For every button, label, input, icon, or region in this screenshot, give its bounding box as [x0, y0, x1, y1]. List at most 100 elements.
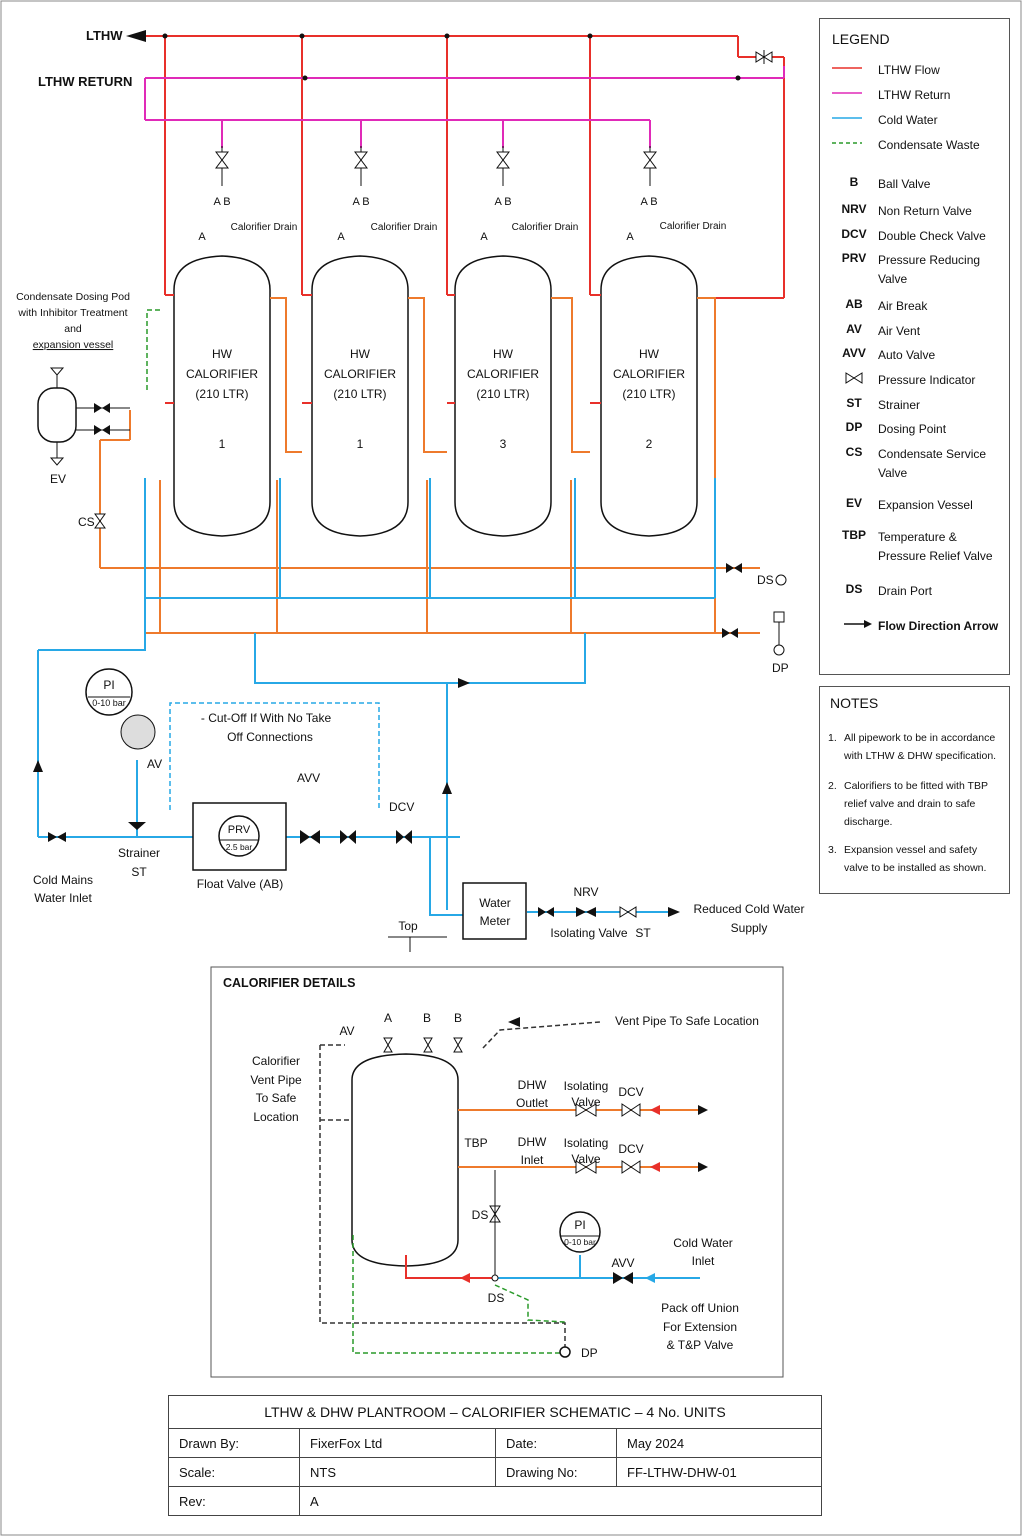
ds-label: DS	[757, 573, 774, 587]
st2-label: ST	[635, 926, 651, 940]
legend-panel: LEGEND LTHW Flow LTHW Return Cold Water …	[819, 18, 1010, 675]
calorifier-vessels	[173, 255, 698, 537]
cut-off-line-2: Off Connections	[227, 730, 313, 744]
calorifier-name-line-3: (210 LTR)	[195, 387, 248, 401]
drawn-by-value: FixerFox Ltd	[299, 1428, 496, 1458]
legend-desc: Drain Port	[878, 584, 933, 598]
drawing-no-label: Drawing No:	[495, 1457, 617, 1487]
legend-line-return: LTHW Return	[830, 86, 1008, 105]
detail-vessel	[351, 1053, 459, 1267]
line-swatch	[830, 61, 878, 75]
legend-title: LEGEND	[832, 31, 890, 47]
valve-a-label: A	[337, 231, 345, 243]
legend-desc: Air Break	[878, 299, 928, 313]
prv-setting-label: 2.5 bar	[226, 842, 253, 852]
main-labels: LTHW LTHW RETURN Condensate Dosing Pod w…	[16, 28, 804, 940]
drawn-by-label: Drawn By:	[168, 1428, 300, 1458]
lthw-bypass-valve	[755, 50, 773, 64]
cold-mains-line-1: Cold Mains	[33, 873, 93, 887]
detail-a-label: A	[384, 1011, 392, 1025]
legend-desc: Flow Direction Arrow	[878, 619, 999, 633]
calorifier-vent-line-3: To Safe	[256, 1091, 297, 1105]
water-meter-line-2: Meter	[480, 914, 511, 928]
detail-labels: CALORIFIER DETAILS AV A B B Vent Pipe To…	[223, 976, 759, 1360]
calorifier-drain-label: Calorifier Drain	[512, 222, 579, 233]
isolating-valve-1-line-2: Valve	[571, 1095, 600, 1109]
lthw-return-header	[144, 66, 785, 148]
expansion-vessel	[37, 367, 130, 466]
calorifier-name-line-1: HW	[212, 347, 233, 361]
note-item: 1.All pipework to be in accordance with …	[828, 729, 1004, 765]
calorifier-name-line-2: CALORIFIER	[324, 367, 396, 381]
calorifier-labels: HW CALORIFIER (210 LTR) 1 Calorifier Dra…	[186, 196, 726, 451]
note-item: 2.Calorifiers to be fitted with TBP reli…	[828, 777, 1004, 831]
detail-valves	[383, 1037, 641, 1358]
legend-item: EV Expansion Vessel	[830, 496, 1008, 515]
legend-abbr: AV	[846, 322, 862, 336]
legend-desc: Double Check Valve	[878, 229, 986, 243]
dcv-2-label: DCV	[618, 1142, 643, 1156]
nrv-label: NRV	[573, 885, 598, 899]
detail-av-label: AV	[339, 1024, 354, 1038]
detail-avv-label: AVV	[611, 1256, 634, 1270]
calorifier-name-line-2: CALORIFIER	[186, 367, 258, 381]
drawing-title: LTHW & DHW PLANTROOM – CALORIFIER SCHEMA…	[168, 1395, 822, 1429]
lthw-return-label: LTHW RETURN	[38, 74, 132, 89]
legend-desc: Dosing Point	[878, 422, 947, 436]
ds-port	[726, 563, 787, 586]
pack-off-line-2: For Extension	[663, 1320, 737, 1334]
scale-value: NTS	[299, 1457, 496, 1487]
detail-ds-label-1: DS	[472, 1208, 489, 1222]
legend-abbr: B	[849, 175, 859, 189]
valve-a-label: A	[480, 231, 488, 243]
scale-label: Scale:	[168, 1457, 300, 1487]
legend-line-label: LTHW Return	[878, 88, 951, 102]
calorifier-number: 1	[357, 437, 364, 451]
legend-desc: Pressure Indicator	[878, 373, 976, 387]
isolating-valve-1-line-1: Isolating	[564, 1079, 609, 1093]
calorifier-name-line-2: CALORIFIER	[613, 367, 685, 381]
tbp-label: TBP	[464, 1136, 487, 1150]
note-number: 1.	[828, 732, 837, 744]
legend-line-cold: Cold Water	[830, 111, 1008, 130]
cut-off-line-1: - Cut-Off If With No Take	[201, 711, 332, 725]
legend-abbr: EV	[845, 496, 862, 510]
calorifier-number: 1	[219, 437, 226, 451]
legend-desc: Expansion Vessel	[878, 498, 973, 512]
ev-label: EV	[50, 472, 66, 486]
cs-label: CS	[78, 515, 95, 529]
legend-desc: Non Return Valve	[878, 204, 972, 218]
legend-item: Flow Direction Arrow	[830, 617, 1008, 636]
title-block: LTHW & DHW PLANTROOM – CALORIFIER SCHEMA…	[168, 1395, 822, 1516]
legend-desc: Pressure Reducing Valve	[878, 253, 981, 286]
strainer-label: Strainer	[118, 846, 160, 860]
dhw-inlet-line-2: Inlet	[521, 1153, 544, 1167]
detail-b2-label: B	[454, 1011, 462, 1025]
coil-connections	[165, 294, 716, 453]
legend-line-label: LTHW Flow	[878, 63, 940, 77]
legend-line-label: Cold Water	[878, 113, 938, 127]
valve-ab-label: A B	[640, 196, 657, 208]
legend-abbr: DP	[845, 420, 863, 434]
calorifier-3: HW CALORIFIER (210 LTR) 3 Calorifier Dra…	[467, 196, 578, 451]
legend-abbr: TBP	[842, 528, 866, 542]
legend-line-label: Condensate Waste	[878, 138, 980, 152]
calorifier-name-line-2: CALORIFIER	[467, 367, 539, 381]
legend-abbr: DS	[845, 582, 863, 596]
legend-abbr: PRV	[841, 251, 867, 265]
cold-water-inlet-line-2: Inlet	[692, 1254, 715, 1268]
pack-off-line-1: Pack off Union	[661, 1301, 739, 1315]
note-text: Calorifiers to be fitted with TBP relief…	[844, 780, 988, 828]
dosing-pod-line-1: Condensate Dosing Pod	[16, 291, 130, 303]
condensate-line	[146, 309, 160, 392]
st-label: ST	[131, 865, 147, 879]
expansion-ball	[120, 714, 156, 750]
drawing-no-value: FF-LTHW-DHW-01	[616, 1457, 822, 1487]
legend-item: Pressure Indicator	[830, 371, 1008, 390]
calorifier-1: HW CALORIFIER (210 LTR) 1 Calorifier Dra…	[186, 196, 297, 451]
